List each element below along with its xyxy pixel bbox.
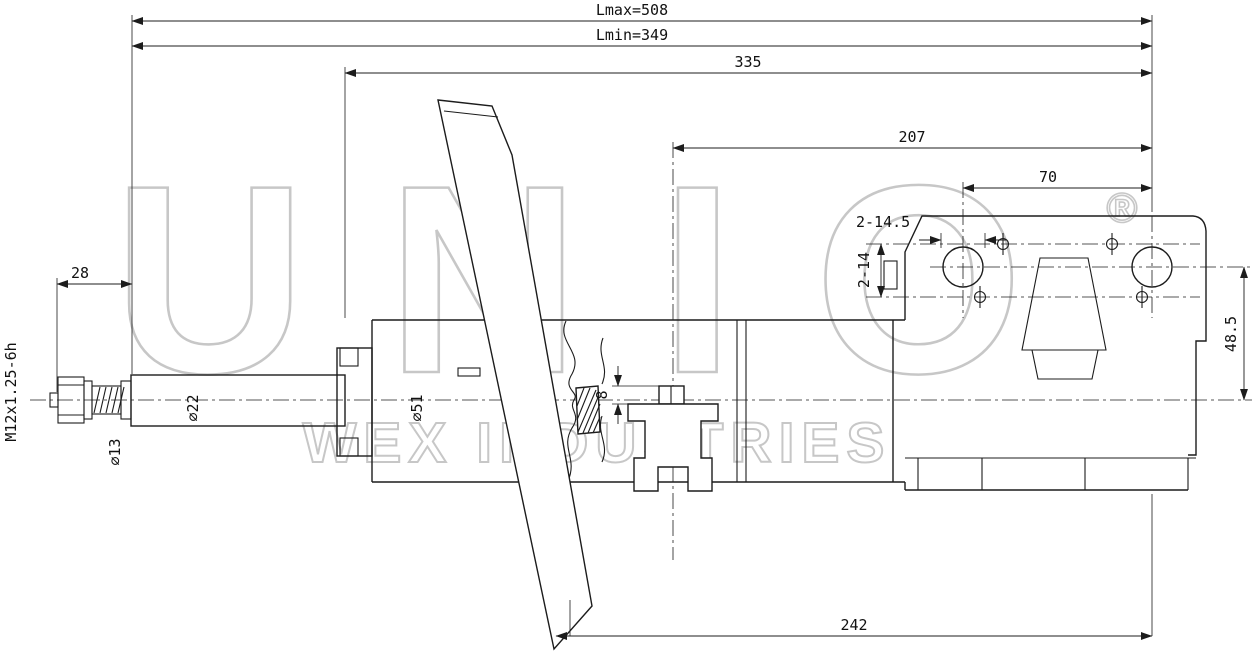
- spring-seat-plate: [437, 99, 593, 651]
- dimension-70: 70: [962, 168, 1153, 192]
- dimension-48-5: 48.5: [1222, 266, 1248, 401]
- dim-8-label: 8: [593, 390, 611, 399]
- bolt-hole: [1105, 233, 1119, 255]
- lower-mount-bracket: [627, 385, 719, 492]
- dia51-label: ⌀51: [408, 394, 426, 421]
- registered-trademark-icon: ®: [1107, 184, 1138, 231]
- dim-335-label: 335: [734, 53, 761, 71]
- dimension-28: 28: [56, 264, 133, 288]
- dim-2x14-5-label: 2-14.5: [856, 213, 910, 231]
- thread-spec-label: M12x1.25-6h: [2, 342, 20, 441]
- dim-48-5-label: 48.5: [1222, 316, 1240, 352]
- watermark: UNIO ® WEX INDUSTRIES: [112, 128, 1139, 476]
- callout-labels: M12x1.25-6h ⌀13 ⌀22 ⌀51: [2, 342, 426, 465]
- dim-lmin-label: Lmin=349: [596, 26, 668, 44]
- dimension-lmin: Lmin=349: [131, 26, 1153, 50]
- dimension-207: 207: [672, 128, 1153, 152]
- dia13-label: ⌀13: [106, 438, 124, 465]
- tube-slot: [457, 367, 481, 377]
- dia22-label: ⌀22: [184, 394, 202, 421]
- dimension-2x14: 2-14: [855, 243, 885, 298]
- bolt-hole: [1135, 286, 1149, 308]
- bump-stop-collar: [563, 320, 606, 482]
- piston-rod: [130, 374, 346, 427]
- dimension-242: 242: [555, 616, 1153, 640]
- dim-242-label: 242: [840, 616, 867, 634]
- mount-hole-left: [942, 246, 984, 288]
- dimension-2x14-5: 2-14.5: [856, 213, 1007, 248]
- centerlines: [30, 142, 1252, 560]
- bolt-hole: [996, 233, 1010, 255]
- piston-rod-assembly: [49, 374, 346, 427]
- mount-hole-right: [1131, 246, 1173, 288]
- dim-lmax-label: Lmax=508: [596, 1, 668, 19]
- dim-28-label: 28: [71, 264, 89, 282]
- dimension-335: 335: [344, 53, 1153, 77]
- center-boss: [1021, 257, 1107, 380]
- section-hatch: [575, 385, 601, 435]
- bolt-hole: [973, 286, 987, 308]
- dimension-lmax: Lmax=508: [131, 1, 1153, 25]
- dimension-8: 8: [593, 366, 622, 424]
- dim-70-label: 70: [1039, 168, 1057, 186]
- dim-207-label: 207: [898, 128, 925, 146]
- knuckle-bracket: [883, 215, 1207, 491]
- watermark-brand: UNIO: [113, 129, 1103, 429]
- dim-2x14-label: 2-14: [855, 252, 873, 288]
